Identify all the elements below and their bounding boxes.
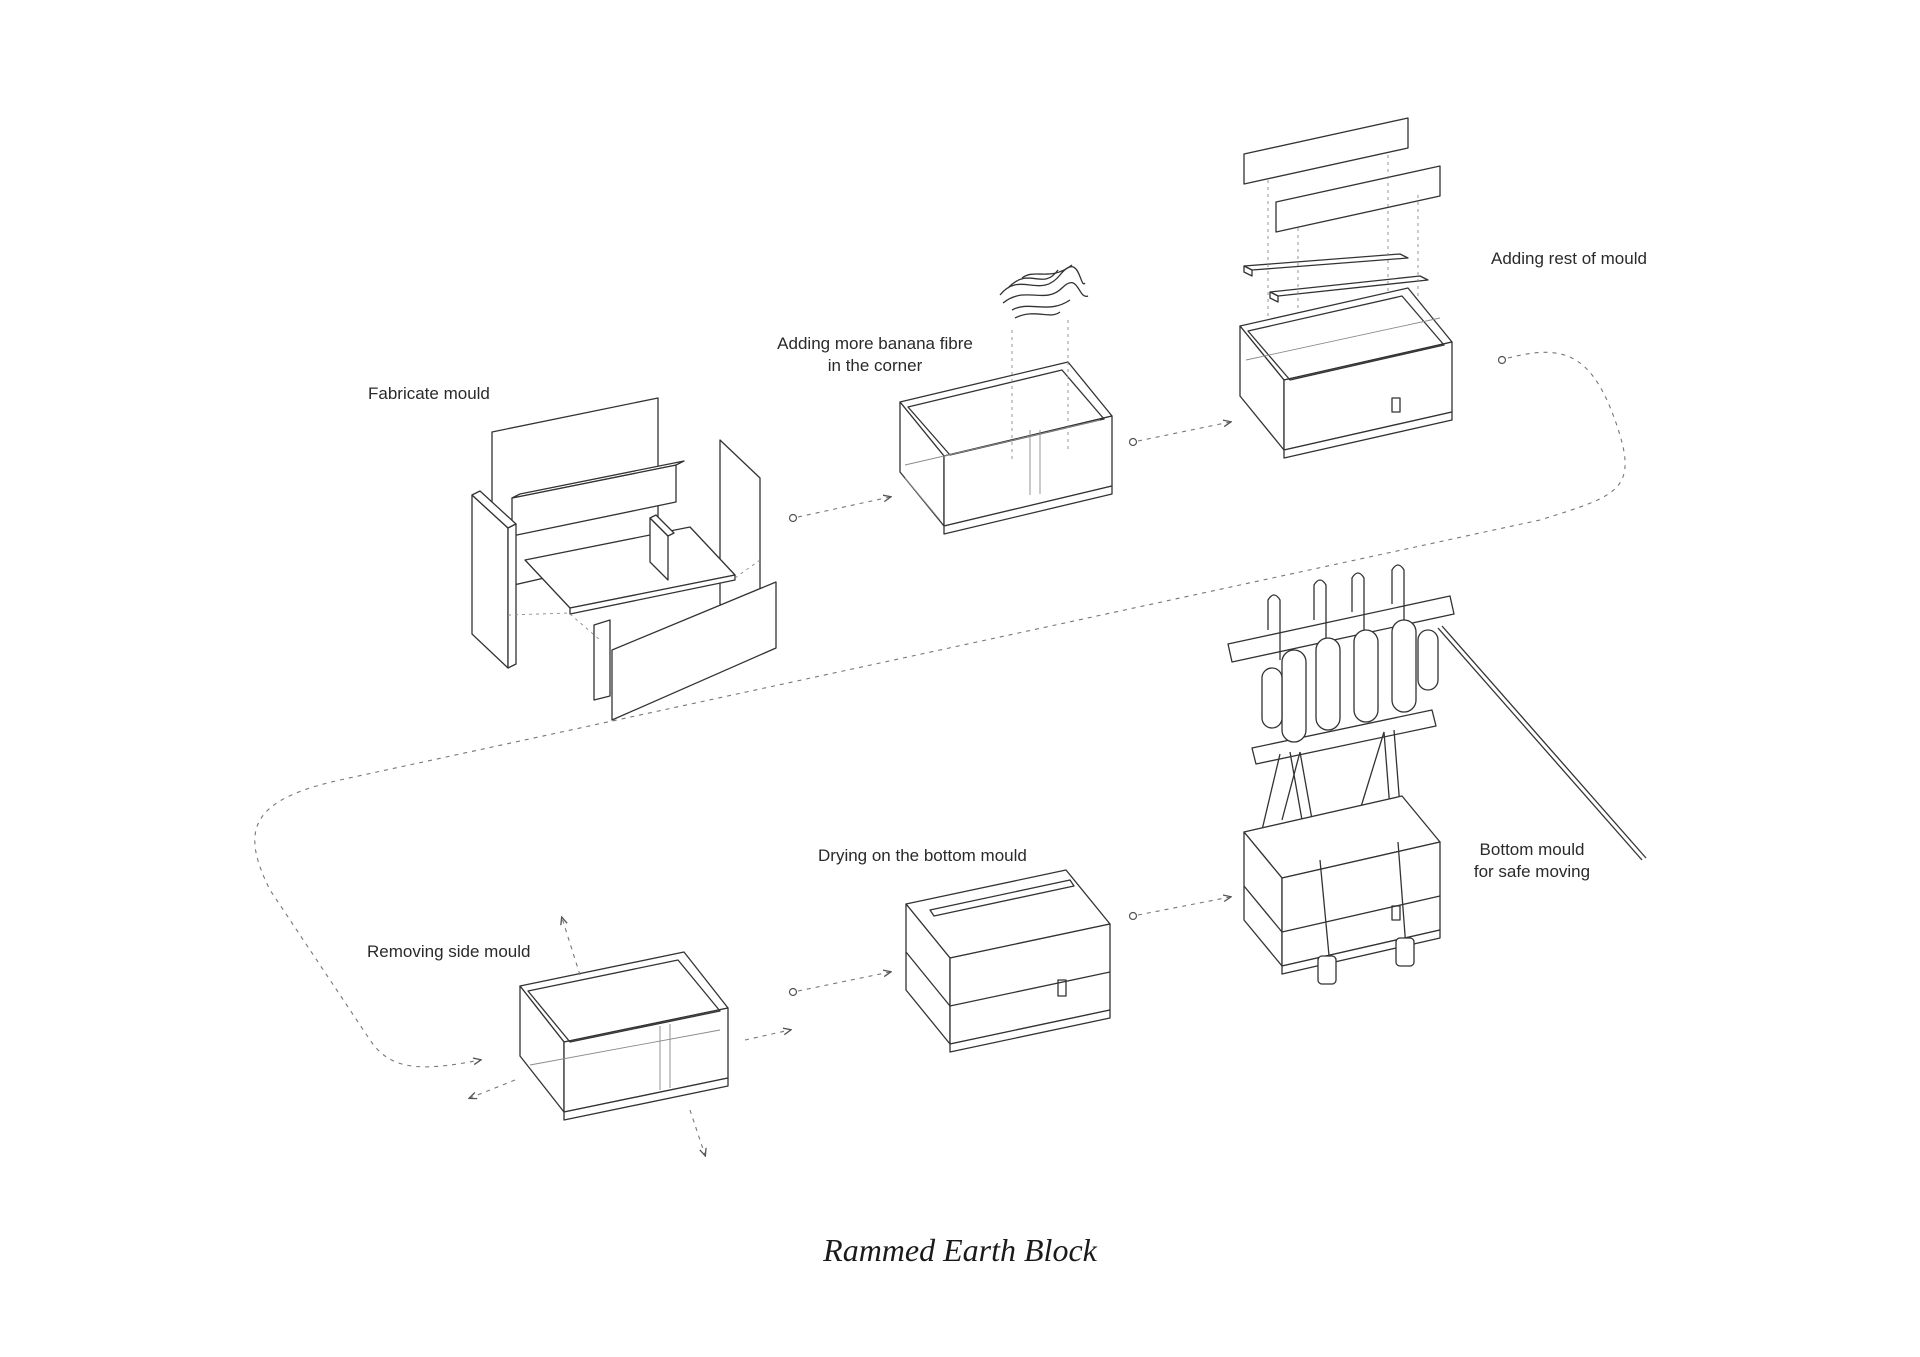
step-rest-of-mould-drawing <box>1239 117 1453 459</box>
label-removing-side-mould: Removing side mould <box>367 942 531 961</box>
label-rest-of-mould: Adding rest of mould <box>1491 249 1647 268</box>
diagram-title: Rammed Earth Block <box>823 1232 1097 1268</box>
process-path <box>254 351 1626 1068</box>
label-banana-fibre-line1: Adding more banana fibre <box>777 334 973 353</box>
label-bottom-mould-line1: Bottom mould <box>1479 840 1585 859</box>
label-banana-fibre: Adding more banana fibre in the corner <box>760 333 990 377</box>
step-banana-fibre-drawing <box>899 264 1113 535</box>
step-removing-side-mould-drawing <box>470 918 790 1155</box>
step-lifting-rig-drawing <box>1227 564 1647 985</box>
label-bottom-mould: Bottom mould for safe moving <box>1452 839 1612 883</box>
label-drying: Drying on the bottom mould <box>818 846 1027 865</box>
step-fabricate-mould-drawing <box>471 397 777 721</box>
label-fabricate-mould: Fabricate mould <box>368 384 490 403</box>
label-banana-fibre-line2: in the corner <box>827 356 923 375</box>
step-drying-drawing <box>905 869 1111 1053</box>
label-bottom-mould-line2: for safe moving <box>1473 862 1591 881</box>
